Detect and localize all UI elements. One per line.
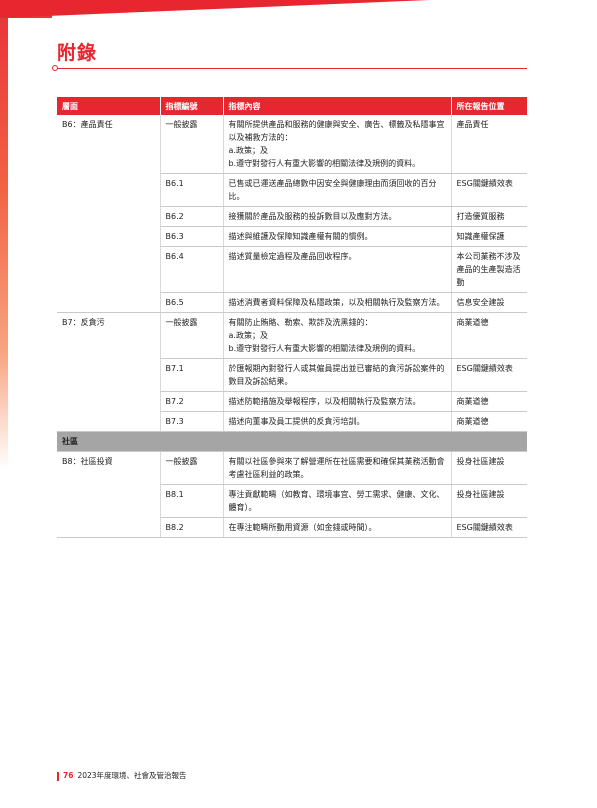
content-cell: 描述向董事及員工提供的反貪污培訓。 xyxy=(223,411,452,432)
content-line: 在專注範疇所動用資源（如金錢或時間）。 xyxy=(228,523,377,532)
location-cell: ESG關鍵績效表 xyxy=(451,517,527,538)
table-row: B6.2 接獲關於產品及服務的投訴數目以及應對方法。 打造優質服務 xyxy=(57,206,527,227)
table-row: B6.3 描述與維護及保障知識產權有關的慣例。 知識產權保護 xyxy=(57,226,527,247)
table-row: B7：反貪污一般披露有關防止賄賂、勒索、欺詐及洗黑錢的： a.政策；及 b.遵守對發… xyxy=(57,312,527,432)
footer-title: 2023年度環境、社會及管治報告 xyxy=(77,771,187,780)
content-cell: 在專注範疇所動用資源（如金錢或時間）。 xyxy=(223,517,452,538)
location-cell: 商業道德 xyxy=(451,391,527,412)
table-header-row: 層面 指標編號 指標內容 所在報告位置 xyxy=(57,97,527,115)
content-line: a.政策；及 xyxy=(228,331,268,340)
code-cell: 一般披露 xyxy=(160,451,224,485)
content-line: b.遵守對發行人有重大影響的相關法律及規例的資料。 xyxy=(228,159,421,168)
content-line: 描述消費者資料保障及私隱政策，以及相關執行及監察方法。 xyxy=(228,298,445,307)
content-line: 有關以社區參與來了解營運所在社區需要和確保其業務活動會考慮社區利益的政策。 xyxy=(228,457,445,479)
content-cell: 描述與維護及保障知識產權有關的慣例。 xyxy=(223,226,452,247)
location-cell: 打造優質服務 xyxy=(451,206,527,227)
location-cell: 商業道德 xyxy=(451,411,527,432)
location-cell: 投身社區建設 xyxy=(451,484,527,518)
content-cell: 接獲關於產品及服務的投訴數目以及應對方法。 xyxy=(223,206,452,227)
index-table: 層面 指標編號 指標內容 所在報告位置 B6：產品責任一般披露有關所提供產品和服… xyxy=(57,97,527,538)
page-title: 附錄 xyxy=(57,42,98,64)
corner-decoration-top xyxy=(0,0,430,18)
content-cell: 於匯報期內對發行人或其僱員提出並已審結的貪污訴訟案件的數目及訴訟結果。 xyxy=(223,358,452,392)
location-cell: ESG關鍵績效表 xyxy=(451,358,527,392)
table-row: B7.2 描述防範措施及舉報程序，以及相關執行及監察方法。 商業道德 xyxy=(57,391,527,412)
content-cell: 有關所提供產品和服務的健康與安全、廣告、標籤及私隱事宜以及補救方法的： a.政策；… xyxy=(223,115,452,174)
header-location: 所在報告位置 xyxy=(451,97,527,115)
code-cell: B7.1 xyxy=(160,358,224,392)
location-cell: 信息安全建設 xyxy=(451,292,527,313)
code-cell: B8.2 xyxy=(160,517,224,538)
content-line: 於匯報期內對發行人或其僱員提出並已審結的貪污訴訟案件的數目及訴訟結果。 xyxy=(228,364,445,386)
content-line: 有關防止賄賂、勒索、欺詐及洗黑錢的： xyxy=(228,318,373,327)
page-number: 76 xyxy=(63,771,74,780)
section-row: 社區 xyxy=(57,431,527,452)
location-cell: 知識產權保護 xyxy=(451,226,527,247)
content-cell: 有關防止賄賂、勒索、欺詐及洗黑錢的： a.政策；及 b.遵守對發行人有重大影響的相關… xyxy=(223,312,452,359)
table-row: B6.5 描述消費者資料保障及私隱政策，以及相關執行及監察方法。信息安全建設 xyxy=(57,292,527,313)
location-cell: ESG關鍵績效表 xyxy=(451,173,527,207)
content-line: 接獲關於產品及服務的投訴數目以及應對方法。 xyxy=(228,212,397,221)
code-cell: B6.5 xyxy=(160,292,224,313)
content-line: a.政策；及 xyxy=(228,146,268,155)
code-cell: B7.3 xyxy=(160,411,224,432)
content-line: 描述防範措施及舉報程序，以及相關執行及監察方法。 xyxy=(228,397,421,406)
aspect-cell: B7：反貪污 xyxy=(57,312,161,432)
content-cell: 描述質量檢定過程及產品回收程序。 xyxy=(223,246,452,293)
code-cell: B6.3 xyxy=(160,226,224,247)
code-cell: 一般披露 xyxy=(160,115,224,174)
content-line: 描述質量檢定過程及產品回收程序。 xyxy=(228,252,357,261)
content-line: 有關所提供產品和服務的健康與安全、廣告、標籤及私隱事宜以及補救方法的： xyxy=(228,120,445,142)
table-row: B8：社區投資一般披露有關以社區參與來了解營運所在社區需要和確保其業務活動會考慮… xyxy=(57,451,527,538)
section-label: 社區 xyxy=(57,431,527,452)
content-line: 描述向董事及員工提供的反貪污培訓。 xyxy=(228,417,365,426)
code-cell: B6.1 xyxy=(160,173,224,207)
aspect-cell: B8：社區投資 xyxy=(57,451,161,538)
code-cell: B6.2 xyxy=(160,206,224,227)
content-cell: 有關以社區參與來了解營運所在社區需要和確保其業務活動會考慮社區利益的政策。 xyxy=(223,451,452,485)
code-cell: B6.4 xyxy=(160,246,224,293)
content-cell: 已售或已運送產品總數中因安全與健康理由而須回收的百分比。 xyxy=(223,173,452,207)
content-line: 描述與維護及保障知識產權有關的慣例。 xyxy=(228,232,373,241)
location-cell: 商業道德 xyxy=(451,312,527,359)
footer-bar-icon xyxy=(57,771,59,781)
content-line: 已售或已運送產品總數中因安全與健康理由而須回收的百分比。 xyxy=(228,179,437,201)
location-cell: 投身社區建設 xyxy=(451,451,527,485)
header-code: 指標編號 xyxy=(160,97,224,115)
header-aspect: 層面 xyxy=(57,97,161,115)
table-row: B6.4 描述質量檢定過程及產品回收程序。 本公司業務不涉及產品的生產製造活動 xyxy=(57,246,527,293)
table-row: B8.2 在專注範疇所動用資源（如金錢或時間）。 ESG關鍵績效表 xyxy=(57,517,527,538)
side-mask xyxy=(8,18,52,478)
location-cell: 本公司業務不涉及產品的生產製造活動 xyxy=(451,246,527,293)
content-cell: 描述消費者資料保障及私隱政策，以及相關執行及監察方法。 xyxy=(223,292,452,313)
content-cell: 描述防範措施及舉報程序，以及相關執行及監察方法。 xyxy=(223,391,452,412)
title-divider xyxy=(57,68,527,69)
code-cell: B8.1 xyxy=(160,484,224,518)
code-cell: 一般披露 xyxy=(160,312,224,359)
content-line: b.遵守對發行人有重大影響的相關法律及規例的資料。 xyxy=(228,344,421,353)
content-line: 專注貢獻範疇（如教育、環境事宜、勞工需求、健康、文化、體育）。 xyxy=(228,490,445,512)
aspect-cell: B6：產品責任 xyxy=(57,115,161,313)
code-cell: B7.2 xyxy=(160,391,224,412)
table-row: B6：產品責任一般披露有關所提供產品和服務的健康與安全、廣告、標籤及私隱事宜以及… xyxy=(57,115,527,313)
table-row: B7.3 描述向董事及員工提供的反貪污培訓。 商業道德 xyxy=(57,411,527,432)
location-cell: 產品責任 xyxy=(451,115,527,174)
header-content: 指標內容 xyxy=(223,97,452,115)
content-cell: 專注貢獻範疇（如教育、環境事宜、勞工需求、健康、文化、體育）。 xyxy=(223,484,452,518)
